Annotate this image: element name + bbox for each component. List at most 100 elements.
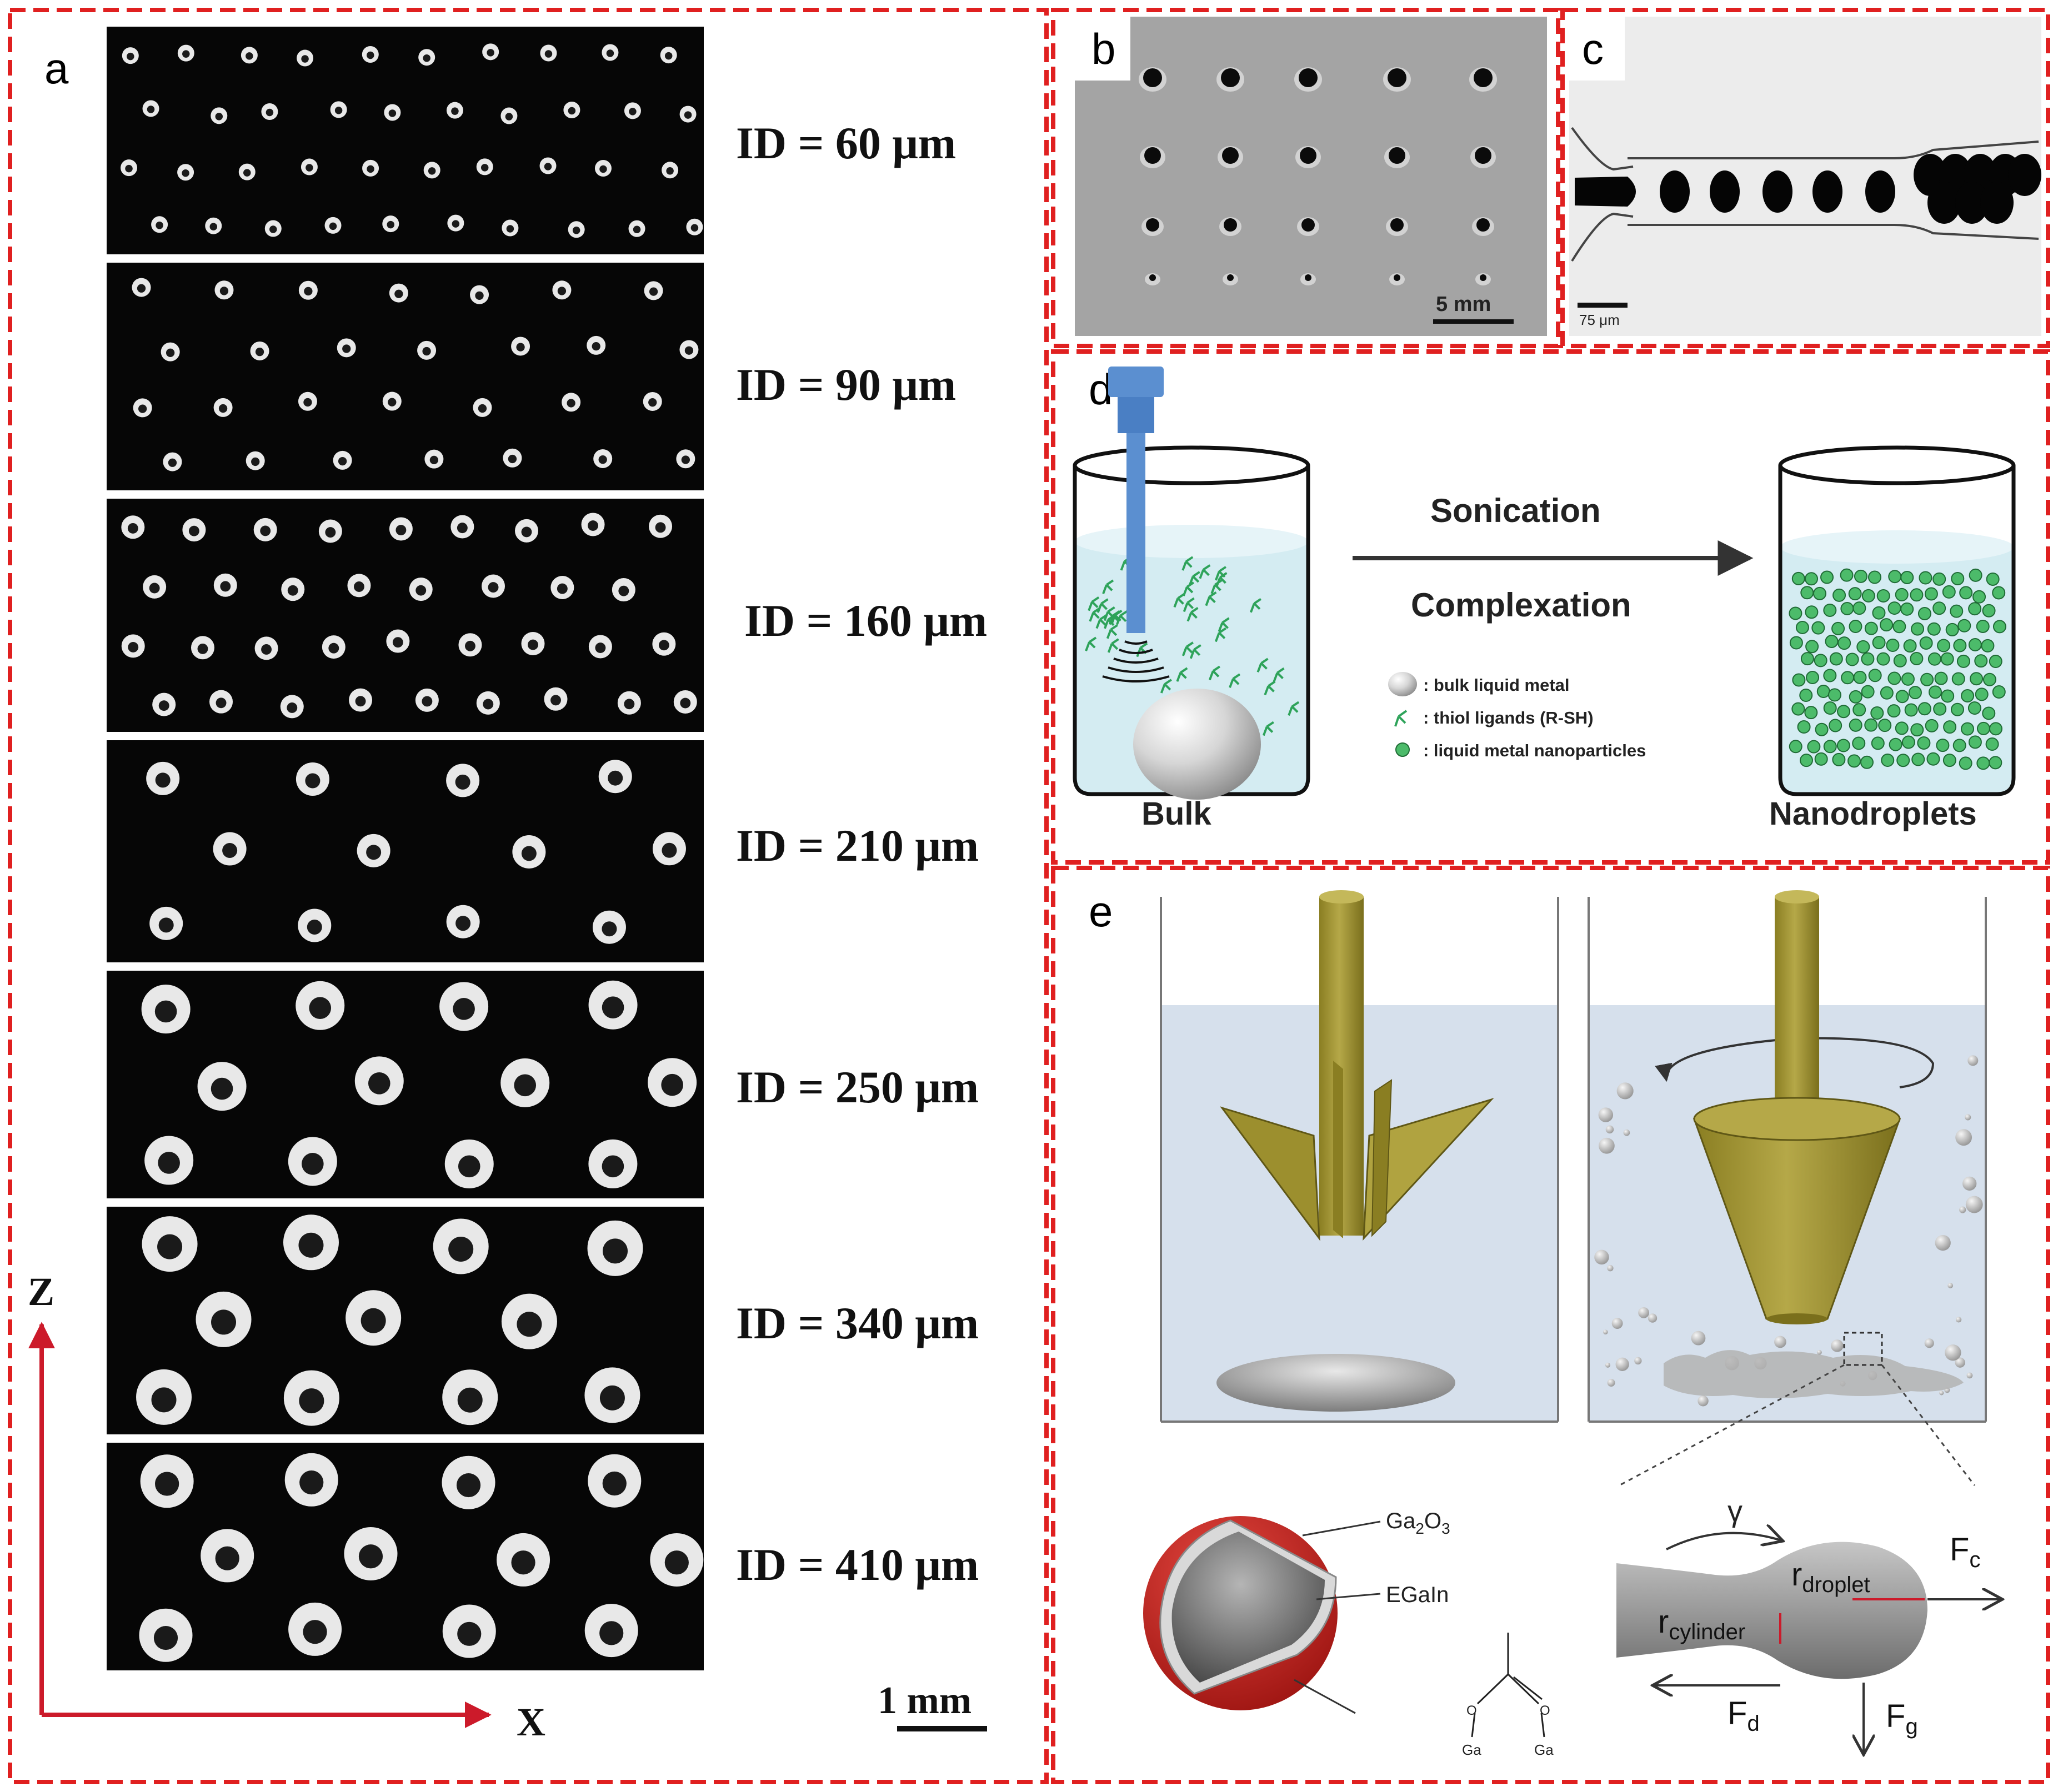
nanoparticle bbox=[1837, 636, 1851, 650]
droplet-core bbox=[680, 697, 691, 709]
nanoparticle bbox=[1959, 586, 1973, 600]
thiol-ligand bbox=[1160, 679, 1172, 694]
droplet-core bbox=[394, 289, 403, 298]
droplet-core bbox=[606, 49, 614, 57]
nanoparticle bbox=[1989, 756, 2002, 770]
dispersed-droplet bbox=[1955, 1357, 1965, 1368]
droplet-core bbox=[592, 342, 600, 351]
nanoparticle bbox=[1889, 737, 1902, 751]
thiol-ligand bbox=[1229, 673, 1241, 688]
dispersed-droplet bbox=[1598, 1107, 1614, 1122]
droplet-core bbox=[516, 343, 525, 352]
droplet-core bbox=[255, 348, 264, 357]
nanoparticle bbox=[1880, 686, 1894, 700]
panel-c: c 75 μm bbox=[1569, 17, 2041, 336]
droplet-core bbox=[478, 404, 487, 413]
droplet-core bbox=[158, 700, 169, 711]
panel-c-letter: c bbox=[1582, 24, 1604, 73]
hole-grid bbox=[1139, 67, 1497, 285]
nanoparticle bbox=[1925, 719, 1939, 732]
thiol-ligand bbox=[1199, 564, 1211, 579]
droplet-core bbox=[158, 917, 174, 933]
egain-leader bbox=[1316, 1593, 1381, 1600]
tank-right bbox=[1588, 890, 1987, 1423]
zoom-line-right bbox=[1881, 1364, 1976, 1486]
nanoparticle bbox=[1986, 572, 2000, 586]
droplet-core bbox=[602, 1155, 624, 1178]
droplet-core bbox=[306, 164, 313, 172]
thiol-ligand bbox=[1189, 644, 1201, 659]
nanoparticle bbox=[1985, 737, 1999, 751]
nanoparticle bbox=[1908, 686, 1922, 700]
droplet-core bbox=[423, 54, 430, 62]
nanoparticle bbox=[1989, 655, 2002, 669]
dispersed-droplet bbox=[1965, 1114, 1971, 1121]
ultrasound-waves bbox=[1102, 640, 1170, 682]
nanoparticle bbox=[1870, 706, 1884, 720]
droplet-core bbox=[266, 108, 274, 117]
nanoparticle bbox=[1961, 722, 1975, 736]
hole bbox=[1227, 274, 1234, 281]
legend-thiol-text: : thiol ligands (R-SH) bbox=[1423, 708, 1594, 727]
hole bbox=[1146, 218, 1159, 232]
nanoparticle bbox=[1799, 754, 1813, 767]
bulk-egain-pool bbox=[1216, 1354, 1455, 1412]
nanoparticle bbox=[1816, 685, 1830, 699]
nanoparticle bbox=[1815, 722, 1829, 736]
nanoparticle bbox=[1841, 671, 1855, 685]
dispersed-droplet bbox=[1955, 1317, 1962, 1323]
nanoparticle bbox=[1926, 752, 1940, 766]
thiol-ligand bbox=[1107, 638, 1119, 653]
scale-bar-a: 1 mm bbox=[878, 1679, 987, 1731]
hole bbox=[1222, 147, 1239, 164]
x-axis-label: X bbox=[517, 1700, 545, 1744]
panel-e: e bbox=[1089, 887, 2002, 1758]
nanoparticle bbox=[1887, 704, 1901, 718]
nanoparticle bbox=[1917, 606, 1931, 620]
r-droplet-label: rdroplet bbox=[1791, 1557, 1870, 1597]
droplet-core bbox=[188, 525, 199, 536]
nanoparticle bbox=[1911, 622, 1925, 636]
nanoparticle bbox=[1805, 605, 1819, 619]
droplet-core bbox=[629, 108, 637, 116]
nanoparticle bbox=[1924, 587, 1938, 601]
droplet-core bbox=[655, 522, 666, 533]
droplet-core bbox=[568, 107, 576, 115]
droplet-core bbox=[505, 113, 513, 121]
panel-d: d Sonication C bbox=[1073, 365, 2016, 832]
droplet-core bbox=[153, 1625, 178, 1650]
droplet-core bbox=[603, 1238, 628, 1264]
nanoparticle bbox=[1950, 604, 1964, 618]
id-label-250: ID = 250 μm bbox=[736, 1062, 979, 1112]
nanoparticle bbox=[1789, 606, 1802, 620]
hole bbox=[1143, 68, 1162, 87]
nanoparticle bbox=[1848, 587, 1862, 601]
droplet-core bbox=[602, 996, 624, 1018]
droplet-core bbox=[487, 49, 494, 57]
hole bbox=[1144, 147, 1161, 164]
nanoparticle bbox=[1976, 756, 1990, 770]
nanoparticle bbox=[1806, 671, 1820, 685]
nanoparticle bbox=[1932, 572, 1946, 586]
droplet-core bbox=[246, 52, 253, 60]
droplet-core bbox=[465, 640, 475, 651]
nanoparticle bbox=[1886, 639, 1900, 652]
nanoparticle bbox=[1967, 701, 1981, 715]
nanoparticle bbox=[1827, 688, 1841, 702]
bulk-beaker bbox=[1073, 445, 1310, 800]
droplet-core bbox=[448, 1236, 474, 1262]
dispersed-droplet bbox=[1955, 1129, 1972, 1146]
nanoparticle bbox=[1952, 739, 1966, 752]
droplet-core bbox=[219, 287, 229, 295]
panel-b-sheen bbox=[1075, 17, 1547, 336]
hole bbox=[1480, 274, 1486, 281]
ga-right: Ga bbox=[1534, 1741, 1554, 1758]
droplet-core bbox=[506, 225, 514, 233]
nanoparticle bbox=[1792, 673, 1806, 687]
egain-label: EGaIn bbox=[1386, 1583, 1449, 1607]
id-label-410: ID = 410 μm bbox=[736, 1539, 979, 1590]
droplet-core bbox=[127, 523, 138, 534]
o-right: O bbox=[1540, 1703, 1550, 1718]
droplet-core bbox=[260, 525, 271, 536]
